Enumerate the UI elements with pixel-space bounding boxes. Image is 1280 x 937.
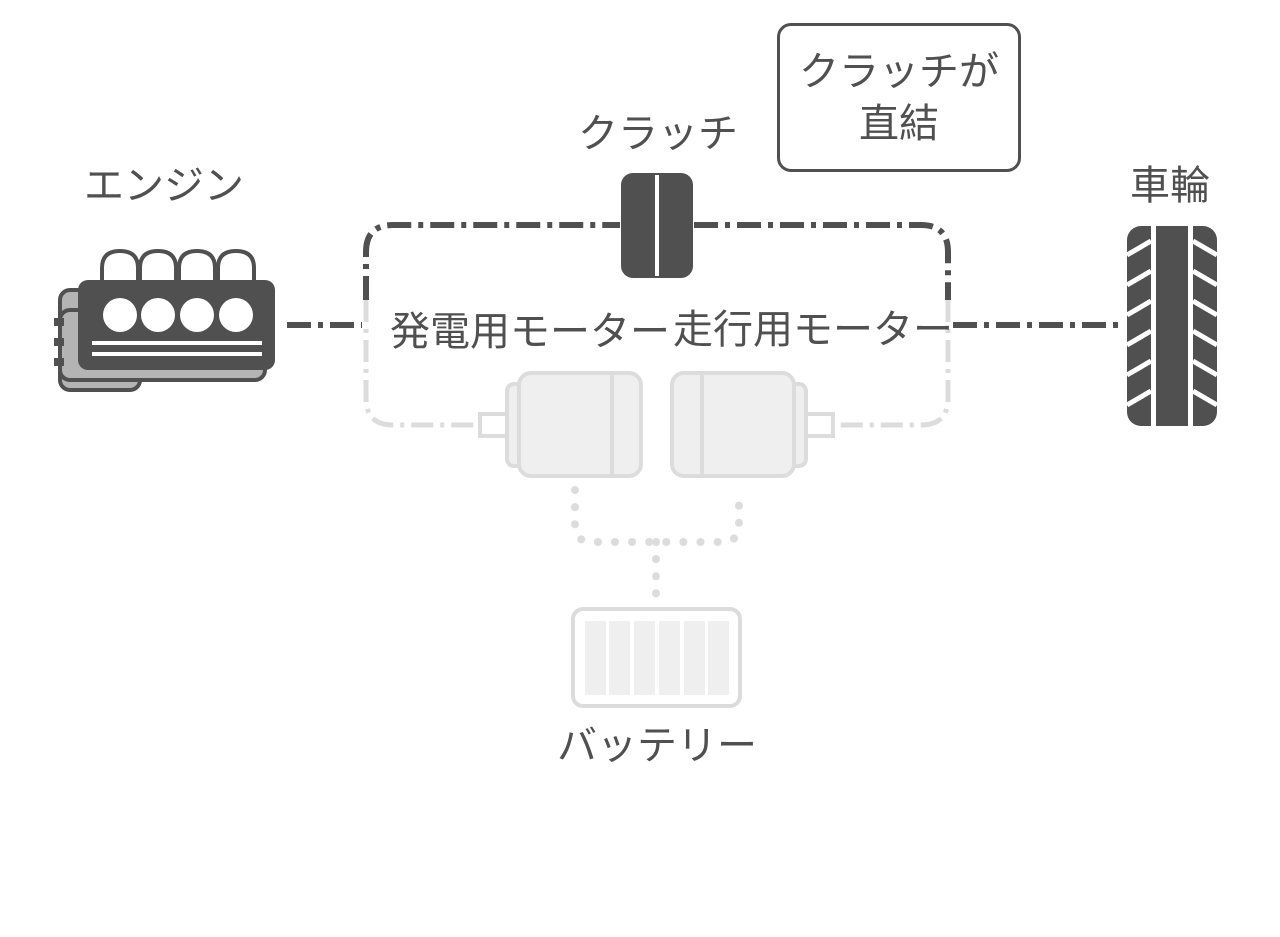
drive-loop-line	[833, 300, 951, 428]
drive-motor-label: 走行用モーター	[673, 307, 953, 353]
callout-line-1: クラッチが	[799, 48, 999, 95]
wheel-label: 車輪	[1130, 163, 1210, 209]
clutch-label: クラッチ	[578, 111, 738, 157]
battery-label: バッテリー	[557, 723, 757, 769]
battery-wiring	[571, 486, 743, 600]
engine-icon	[54, 248, 275, 392]
wire-generator-to-battery	[571, 486, 743, 546]
generator-motor-label: 発電用モーター	[390, 309, 670, 355]
drive-motor-icon	[670, 371, 835, 478]
status-callout: クラッチが 直結	[777, 23, 1021, 172]
tire-icon	[1125, 226, 1219, 426]
clutch-loop-line-right	[694, 222, 951, 300]
clutch-icon	[621, 173, 693, 278]
clutch-loop-line	[363, 222, 620, 300]
battery-icon	[571, 607, 742, 708]
generator-motor-icon	[478, 371, 643, 478]
callout-line-2: 直結	[859, 100, 939, 147]
engine-label: エンジン	[84, 163, 244, 209]
generator-loop-line	[363, 300, 478, 428]
mechanical-path	[287, 222, 1120, 328]
electric-path	[363, 300, 951, 428]
